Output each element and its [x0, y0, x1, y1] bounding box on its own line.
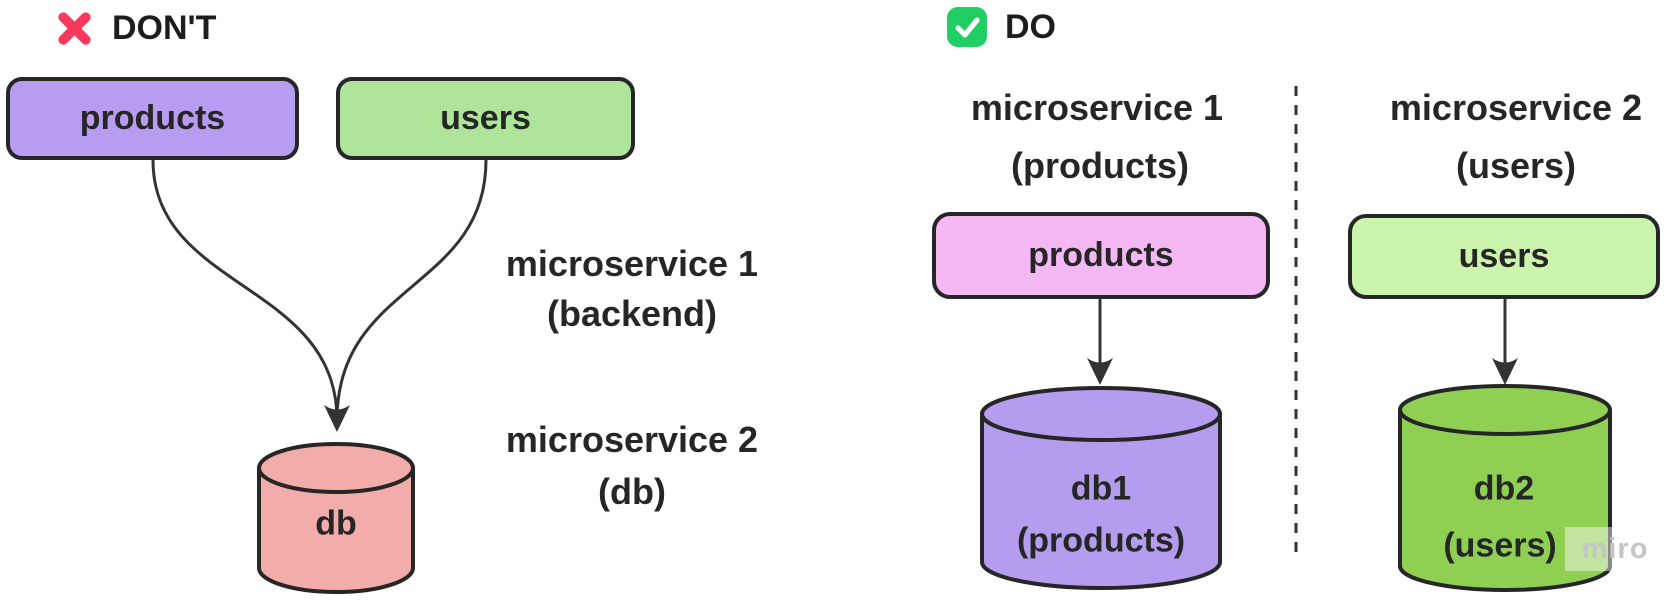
db-cylinder	[257, 442, 415, 594]
dont-ms1-label-line2: (backend)	[546, 293, 718, 334]
db1-cylinder	[980, 386, 1222, 590]
db2-cylinder-top	[1398, 384, 1612, 436]
miro-watermark: miro	[1565, 527, 1665, 571]
do-header: DO	[946, 6, 1056, 48]
db-cylinder-label: db	[315, 504, 357, 543]
db2-cylinder-body	[1398, 410, 1612, 592]
do-col1-heading-line1: microservice 1	[970, 87, 1224, 128]
dont-ms2-label-line1: microservice 2	[505, 419, 759, 460]
do-title: DO	[1005, 7, 1056, 46]
node-products-do: products	[932, 212, 1270, 299]
node-users-dont: users	[336, 77, 635, 160]
db1-label-line1: db1	[1070, 469, 1132, 508]
do-col1-heading-line2: (products)	[1011, 145, 1189, 186]
db1-label-line2: (products)	[1016, 521, 1186, 560]
dont-ms2-label-line2: (db)	[598, 471, 666, 512]
node-users-do: users	[1348, 214, 1660, 299]
node-products-do-label: products	[1028, 236, 1174, 274]
arrowhead-db	[324, 405, 350, 432]
node-users-do-label: users	[1458, 237, 1550, 275]
node-products-dont: products	[6, 77, 299, 160]
db-cylinder-body	[257, 468, 415, 594]
db2-cylinder	[1398, 384, 1612, 592]
x-icon	[54, 8, 95, 49]
node-users-dont-label: users	[440, 99, 531, 137]
do-col2-heading-line2: (users)	[1455, 145, 1577, 186]
dont-title: DON'T	[112, 9, 217, 47]
dont-ms1-label-line1: microservice 1	[505, 243, 759, 284]
db-cylinder-top	[257, 442, 415, 494]
dont-header: DON'T	[54, 8, 216, 49]
db1-cylinder-top	[980, 386, 1222, 442]
arrowhead-db1	[1087, 358, 1113, 385]
db2-label-line1: db2	[1473, 469, 1535, 508]
arrowhead-db2	[1492, 358, 1518, 385]
db2-label-line2: (users)	[1443, 526, 1557, 565]
db1-cylinder-body	[980, 414, 1222, 590]
do-col2-heading-line1: microservice 2	[1389, 87, 1643, 128]
edge-users-to-db	[335, 158, 488, 422]
edge-products-to-db	[151, 158, 339, 422]
check-icon	[946, 6, 988, 48]
node-products-dont-label: products	[79, 99, 226, 137]
